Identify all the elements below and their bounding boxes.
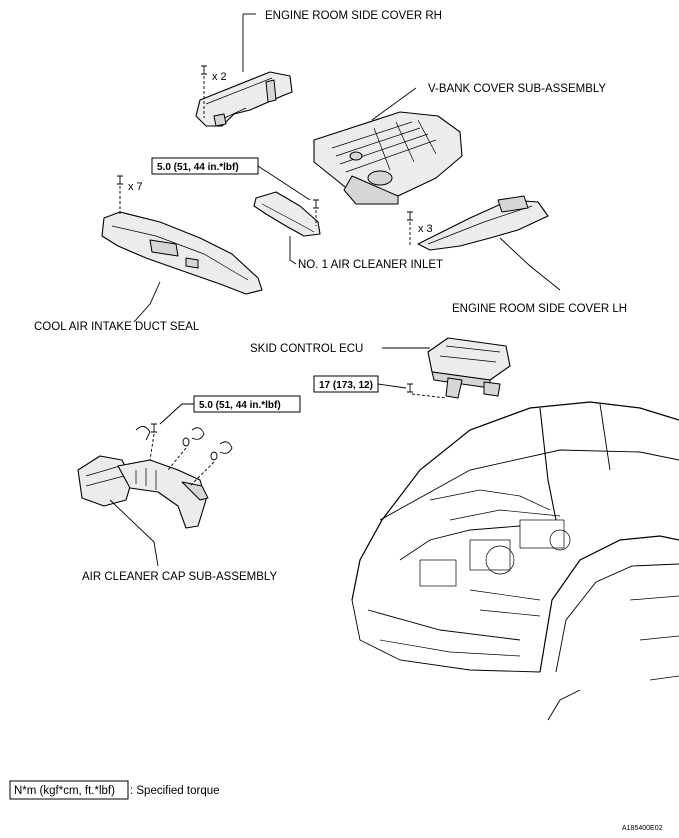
torque-ecu: 17 (173, 12) <box>319 380 373 391</box>
no1-air-cleaner-inlet <box>253 191 321 237</box>
label-no1-air-cleaner-inlet: NO. 1 AIR CLEANER INLET <box>298 259 443 271</box>
skid-control-ecu <box>427 337 511 399</box>
legend-torque-box <box>9 780 129 800</box>
vehicle-illustration <box>351 401 679 721</box>
label-v-bank-cover: V-BANK COVER SUB-ASSEMBLY <box>428 83 606 95</box>
figure-code: A185400E02 <box>622 825 663 832</box>
leader-line <box>257 165 311 201</box>
v-bank-cover <box>313 111 463 205</box>
clip-icon <box>407 211 413 246</box>
engine-room-side-cover-rh <box>195 71 293 127</box>
leader-line <box>371 87 417 121</box>
label-skid-control-ecu: SKID CONTROL ECU <box>250 343 363 355</box>
leader-line <box>377 383 407 389</box>
label-cool-air-intake-duct-seal: COOL AIR INTAKE DUCT SEAL <box>34 321 200 333</box>
clip-icon <box>117 175 123 214</box>
bolt-icon <box>149 423 157 461</box>
leader-line <box>133 281 161 323</box>
leader-line <box>289 236 297 265</box>
leader-line <box>499 237 561 291</box>
clamp-icon <box>135 426 233 487</box>
clip-icon <box>201 65 207 118</box>
rh-clip-count: x 2 <box>212 71 227 83</box>
label-engine-room-side-cover-rh: ENGINE ROOM SIDE COVER RH <box>265 10 442 22</box>
lh-clip-count: x 3 <box>418 223 433 235</box>
engine-room-side-cover-lh <box>417 195 549 251</box>
label-air-cleaner-cap: AIR CLEANER CAP SUB-ASSEMBLY <box>82 571 277 583</box>
air-cleaner-cap <box>77 455 209 529</box>
seal-clip-count: x 7 <box>128 181 143 193</box>
bolt-icon <box>407 383 447 399</box>
legend-description: : Specified torque <box>130 785 220 797</box>
leader-line <box>159 403 194 425</box>
cool-air-intake-duct-seal <box>101 211 263 295</box>
legend-unit: N*m (kgf*cm, ft.*lbf) <box>14 785 115 797</box>
leader-line <box>109 499 159 567</box>
label-engine-room-side-cover-lh: ENGINE ROOM SIDE COVER LH <box>452 303 627 315</box>
bolt-icon <box>313 199 319 226</box>
torque-cap: 5.0 (51, 44 in.*lbf) <box>199 400 281 411</box>
torque-inlet: 5.0 (51, 44 in.*lbf) <box>157 162 239 173</box>
